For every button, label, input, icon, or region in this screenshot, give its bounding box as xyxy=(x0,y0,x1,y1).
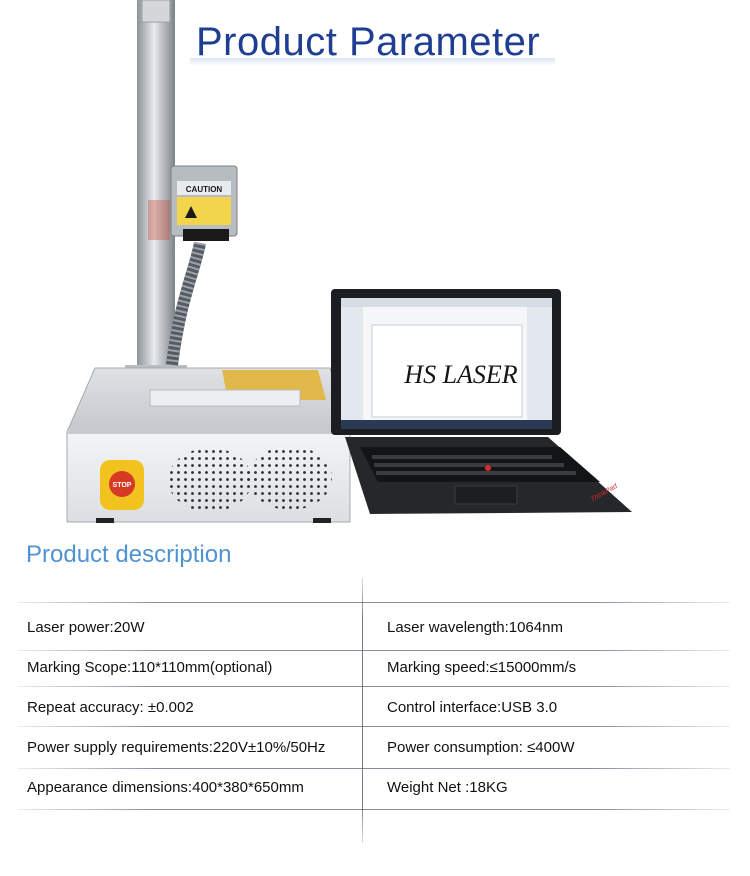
spec-power-consumption: Power consumption: ≤400W xyxy=(387,739,575,756)
title-shadow xyxy=(190,58,555,66)
laser-marker-illustration: CAUTION STOP xyxy=(66,0,632,523)
base-unit: STOP xyxy=(66,367,351,523)
section-title: Product description xyxy=(26,541,232,568)
page-title: Product Parameter xyxy=(196,20,541,64)
spec-appearance-dimensions: Appearance dimensions:400*380*650mm xyxy=(27,779,304,796)
row-divider xyxy=(18,768,730,769)
spec-marking-scope: Marking Scope:110*110mm(optional) xyxy=(27,659,273,676)
spec-weight-net: Weight Net :18KG xyxy=(387,779,508,796)
row-divider xyxy=(18,809,730,810)
screen-text: HS LASER xyxy=(403,360,518,389)
spec-repeat-accuracy: Repeat accuracy: ±0.002 xyxy=(27,699,194,716)
row-divider xyxy=(18,686,730,687)
spec-marking-speed: Marking speed:≤15000mm/s xyxy=(387,659,577,676)
laptop: HS LASER ThinkPad xyxy=(331,289,632,514)
stop-label: STOP xyxy=(113,482,132,489)
spec-power-supply: Power supply requirements:220V±10%/50Hz xyxy=(27,739,326,756)
spec-laser-power: Laser power:20W xyxy=(27,619,145,636)
row-divider xyxy=(18,726,730,727)
row-divider xyxy=(18,602,730,603)
spec-laser-wavelength: Laser wavelength:1064nm xyxy=(387,619,563,636)
spec-control-interface: Control interface:USB 3.0 xyxy=(387,699,558,716)
row-divider xyxy=(18,650,730,651)
column-divider xyxy=(362,578,363,843)
spec-table: Laser power:20W Laser wavelength:1064nm … xyxy=(0,578,750,848)
product-image: CAUTION STOP xyxy=(66,0,632,523)
caution-label: CAUTION xyxy=(186,185,223,194)
laser-head: CAUTION xyxy=(170,165,238,241)
